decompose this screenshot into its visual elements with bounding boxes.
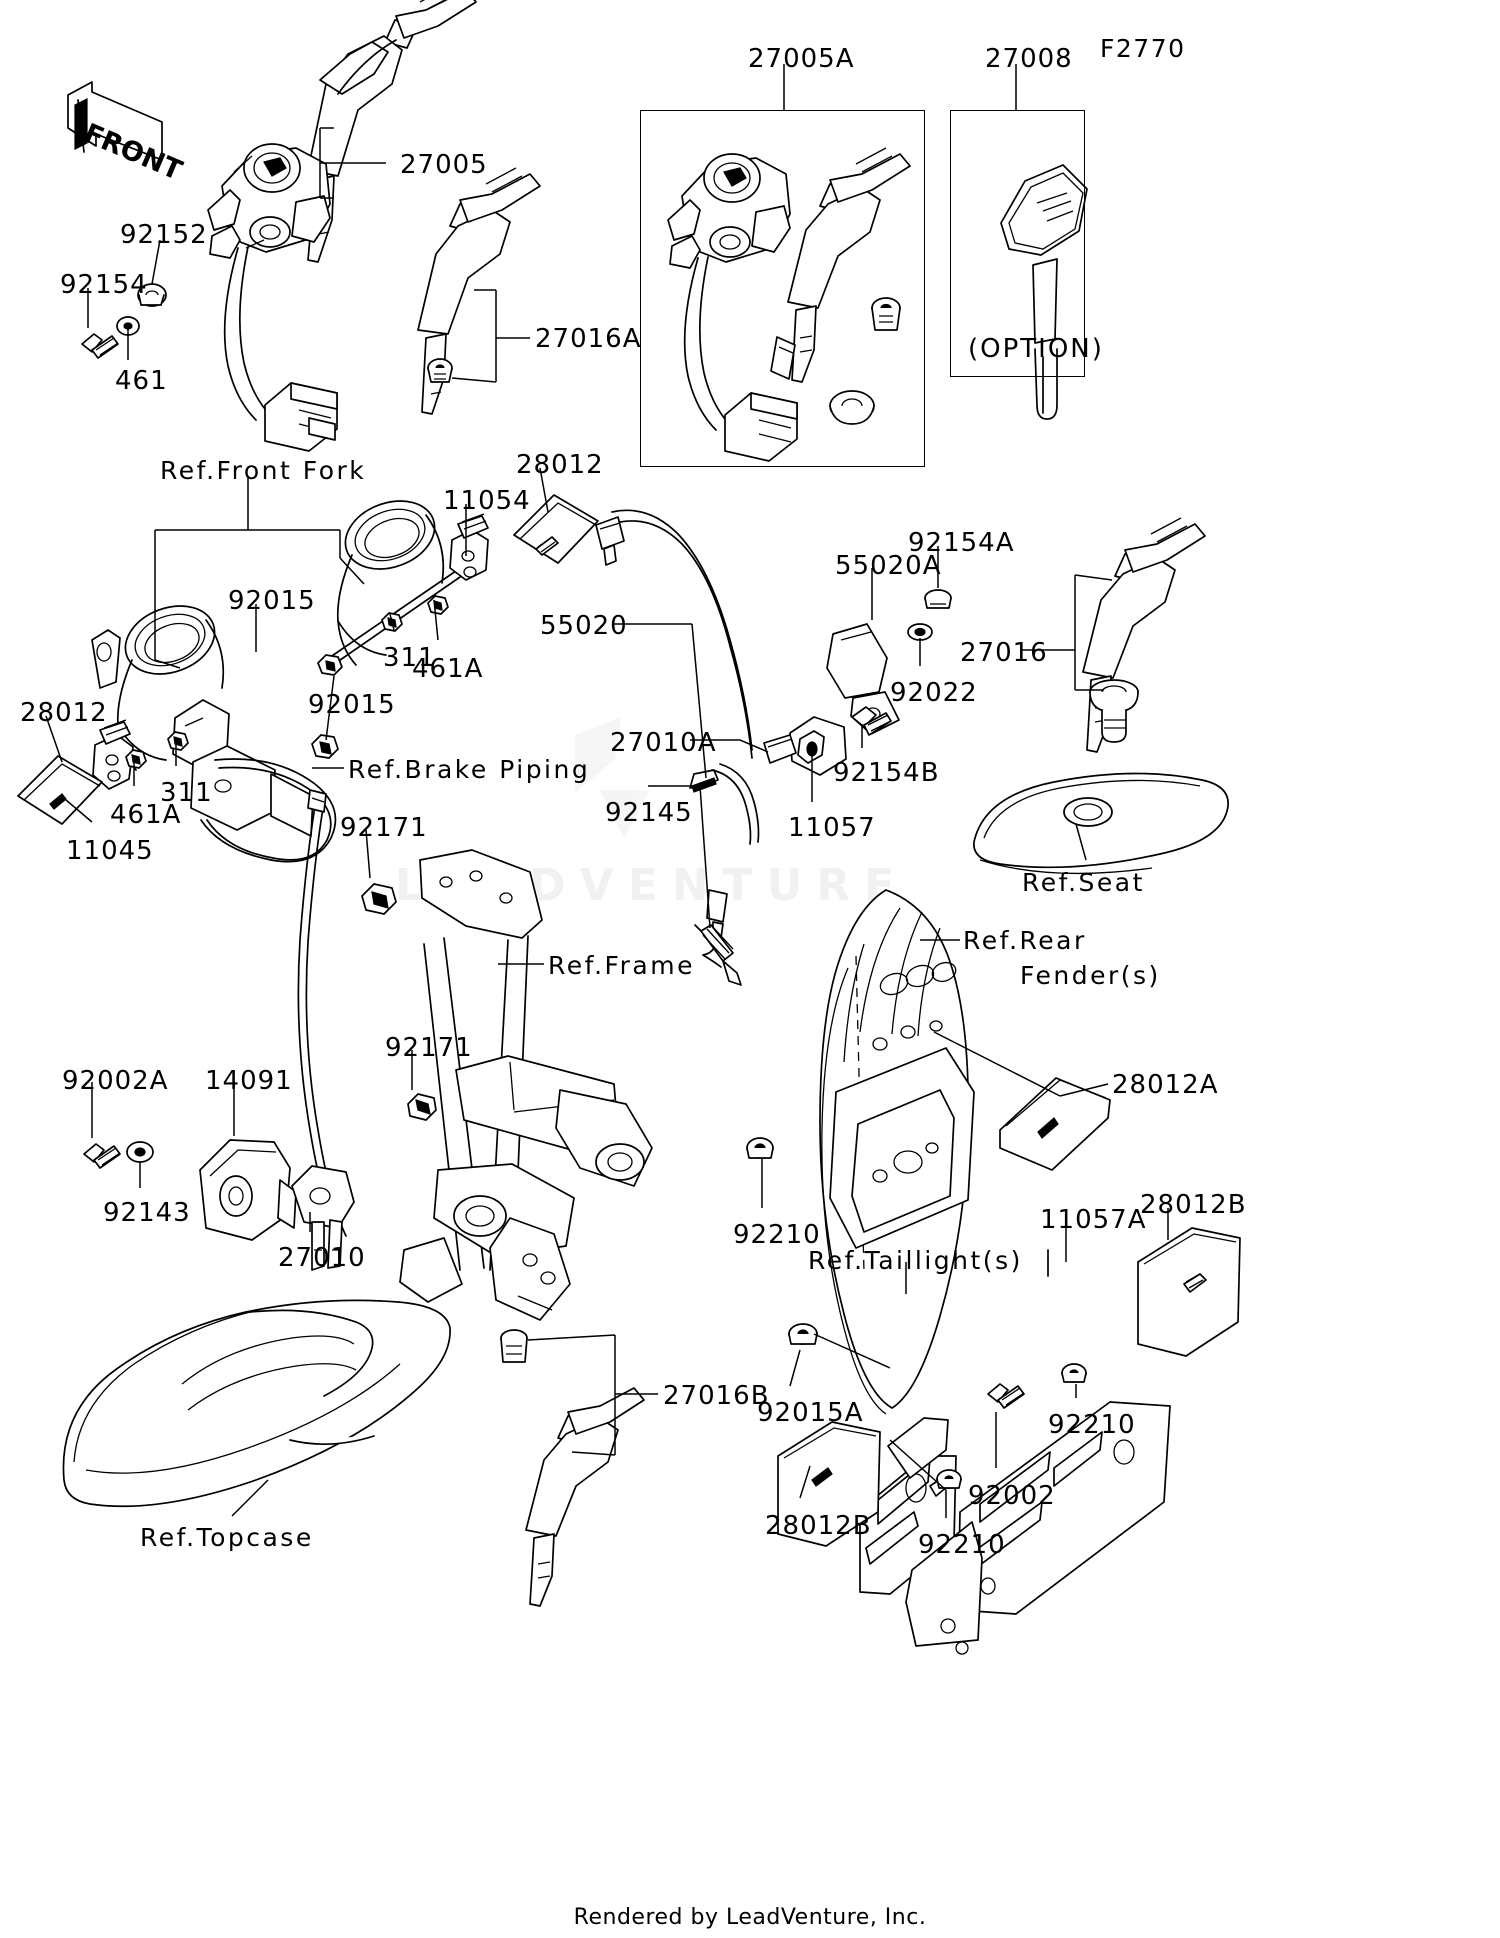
callout-311-right: 311 <box>383 643 436 673</box>
callout-11057A: 11057A <box>1040 1205 1147 1235</box>
license-bracket-group <box>777 1227 1241 1655</box>
callout-461A-left: 461A <box>110 800 182 830</box>
callout-11057: 11057 <box>788 813 876 843</box>
callout-92022: 92022 <box>890 678 978 708</box>
callout-92002A: 92002A <box>62 1066 169 1096</box>
frame-group <box>297 789 653 1321</box>
seat-lock-group <box>973 517 1229 875</box>
callout-27005A: 27005A <box>748 44 855 74</box>
rear-fender-group <box>746 889 1111 1415</box>
key-27008 <box>1000 164 1088 420</box>
callout-92171-lower: 92171 <box>385 1033 473 1063</box>
callout-92143: 92143 <box>103 1198 191 1228</box>
callout-461: 461 <box>115 366 168 396</box>
speed-sensor-group <box>595 509 952 986</box>
callout-92015A: 92015A <box>757 1398 864 1428</box>
callout-92210-bottom: 92210 <box>918 1530 1006 1560</box>
callout-92210-fender: 92210 <box>733 1220 821 1250</box>
group-box-27008 <box>950 110 1085 377</box>
callout-ref-frame: Ref.Frame <box>548 951 695 980</box>
callout-27005: 27005 <box>400 150 488 180</box>
seat-lock-switch-group <box>83 1139 355 1271</box>
callout-92171-upper: 92171 <box>340 813 428 843</box>
callout-ref-fenders: Fender(s) <box>1020 961 1161 990</box>
callout-92154A: 92154A <box>908 528 1015 558</box>
front-arrow-icon: FRONT <box>67 81 187 187</box>
callout-ref-seat: Ref.Seat <box>1022 868 1145 897</box>
option-note-label: (OPTION) <box>968 334 1104 364</box>
callout-92154: 92154 <box>60 270 148 300</box>
callout-27016: 27016 <box>960 638 1048 668</box>
ignition-switch-27005 <box>81 0 477 452</box>
callout-92145: 92145 <box>605 798 693 828</box>
callout-27016B: 27016B <box>663 1381 770 1411</box>
callout-28012-left: 28012 <box>20 698 108 728</box>
callout-92015-lower: 92015 <box>308 690 396 720</box>
callout-ref-front-fork: Ref.Front Fork <box>160 456 367 485</box>
figure-code-label: F2770 <box>1100 34 1186 63</box>
callout-28012B-right: 28012B <box>1140 1190 1247 1220</box>
callout-27010: 27010 <box>278 1243 366 1273</box>
callout-14091: 14091 <box>205 1066 293 1096</box>
leader-lines <box>45 64 1169 1518</box>
callout-92015-upper: 92015 <box>228 586 316 616</box>
callout-27016A: 27016A <box>535 324 642 354</box>
callout-92154B: 92154B <box>833 758 940 788</box>
callout-92210-right: 92210 <box>1048 1410 1136 1440</box>
key-set-27016A <box>417 167 541 415</box>
footer-credit: Rendered by LeadVenture, Inc. <box>573 1905 927 1930</box>
callout-461A-right: 461A <box>412 654 484 684</box>
callout-55020A: 55020A <box>835 551 942 581</box>
callout-ref-taillights: Ref.Taillight(s) <box>808 1246 1023 1275</box>
callout-28012-top: 28012 <box>516 450 604 480</box>
callout-ref-brake-piping: Ref.Brake Piping <box>348 755 591 784</box>
callout-27008: 27008 <box>985 44 1073 74</box>
callout-92152: 92152 <box>120 220 208 250</box>
assembly-27005A <box>667 147 911 462</box>
callout-11054: 11054 <box>443 486 531 516</box>
group-box-27005A <box>640 110 925 467</box>
callout-ref-rear: Ref.Rear <box>963 926 1087 955</box>
topcase-group <box>62 1299 645 1607</box>
callout-11045: 11045 <box>66 836 154 866</box>
callout-92002: 92002 <box>968 1481 1056 1511</box>
callout-27010A: 27010A <box>610 728 717 758</box>
callout-311-left: 311 <box>160 778 213 808</box>
callout-ref-topcase: Ref.Topcase <box>140 1523 314 1552</box>
callout-55020: 55020 <box>540 611 628 641</box>
callout-28012B-bottom: 28012B <box>765 1511 872 1541</box>
callout-28012A: 28012A <box>1112 1070 1219 1100</box>
front-fork-group <box>17 494 599 863</box>
